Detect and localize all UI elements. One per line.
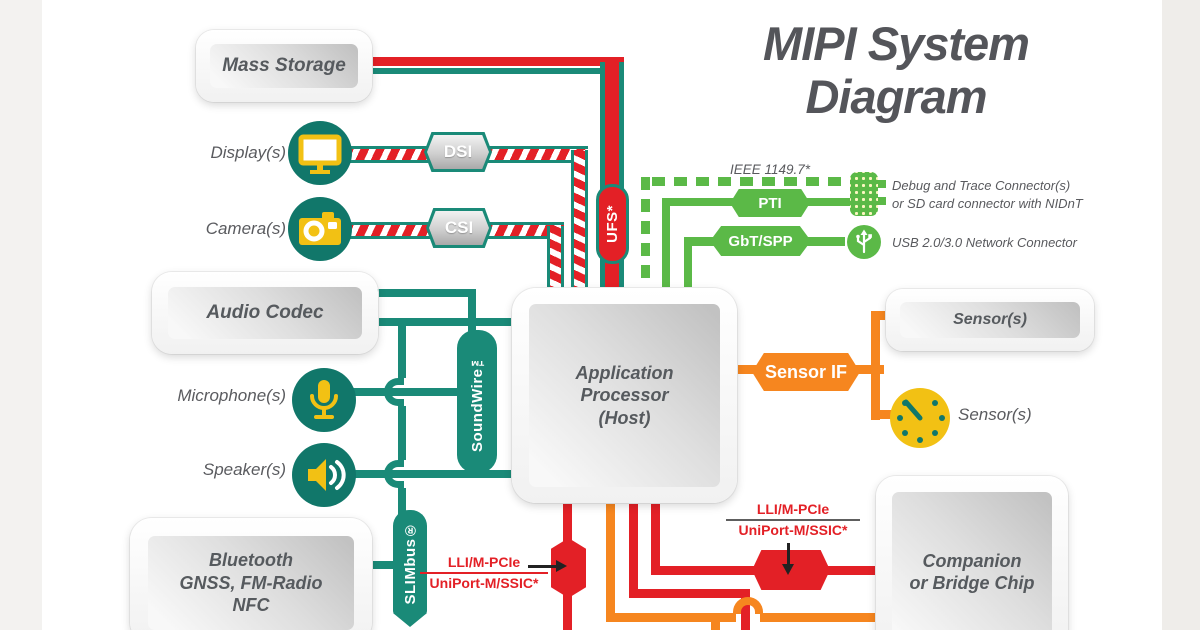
ap-label-line1: Application	[575, 362, 674, 383]
orange-hop-over-red-line	[733, 597, 763, 614]
bus-hop-over-mic-line	[384, 378, 404, 406]
debug-connector-note: Debug and Trace Connector(s) or SD card …	[892, 177, 1092, 212]
line-bluetooth	[372, 561, 398, 569]
line-gbt-vertical	[684, 237, 692, 294]
line-audio-bus-a	[398, 318, 406, 378]
lli-right-bottom: UniPort-M/SSIC*	[738, 522, 848, 539]
ieee-label: IEEE 1149.7*	[730, 162, 811, 177]
audio-codec-box-inner: Audio Codec	[168, 287, 362, 339]
bluetooth-label-line2: GNSS, FM-Radio	[179, 572, 323, 593]
line-ap-orange-vertical	[606, 500, 615, 622]
companion-chip-box-inner: Companion or Bridge Chip	[892, 492, 1052, 630]
pti-badge: PTI	[730, 189, 810, 217]
line-speaker	[352, 470, 515, 478]
line-orange-branch-down	[711, 613, 720, 630]
lli-left-bottom: UniPort-M/SSIC*	[429, 575, 539, 592]
debug-connector-tab-bottom	[877, 197, 886, 205]
gbt-spp-label: GbT/SPP	[728, 232, 793, 250]
line-sensor-branch-vertical	[871, 311, 880, 420]
speaker-icon	[292, 443, 356, 512]
line-sensor-branch-down	[871, 410, 892, 419]
audio-codec-label: Audio Codec	[206, 302, 324, 324]
bus-hop-over-speaker-line	[384, 460, 404, 488]
sensor-if-badge: Sensor IF	[752, 353, 860, 391]
dsi-label: DSI	[443, 142, 473, 161]
sensors-box-label: Sensor(s)	[953, 311, 1027, 328]
lli-left-top: LLI/M-PCIe	[420, 553, 548, 575]
line-audiocodec-to-ap	[372, 318, 515, 326]
mass-storage-label: Mass Storage	[222, 55, 346, 77]
sensor-right-label: Sensor(s)	[958, 405, 1032, 424]
line-microphone	[352, 388, 462, 396]
line-dsi-vertical	[571, 150, 588, 294]
line-ap-red2-horizontal	[629, 589, 750, 598]
line-ap-orange-horizontal-b	[760, 613, 886, 622]
microphone-label: Microphone(s)	[177, 386, 286, 405]
ufs-badge: UFS*	[596, 184, 629, 264]
application-processor-box-inner: Application Processor (Host)	[529, 304, 720, 487]
line-mass-storage-red	[372, 57, 624, 66]
speaker-label: Speaker(s)	[202, 460, 286, 479]
csi-badge: CSI	[426, 208, 492, 248]
lli-label-left: LLI/M-PCIe UniPort-M/SSIC*	[420, 553, 548, 592]
ufs-label: UFS*	[604, 205, 621, 243]
soundwire-label: SoundWire™	[468, 350, 486, 453]
line-audiocodec-top	[372, 289, 476, 297]
line-ieee-dashed-vertical	[641, 177, 650, 294]
monitor-icon	[288, 121, 352, 190]
left-margin-band	[0, 0, 42, 630]
ap-label-line2: Processor	[580, 385, 669, 406]
ap-label-line3: (Host)	[598, 407, 651, 428]
slimbus-badge-tip	[393, 613, 427, 627]
diagram-title-line1: MIPI System	[763, 17, 1030, 70]
lli-right-arrow-line	[787, 543, 790, 565]
line-ap-red2-vertical	[629, 500, 638, 598]
right-margin-band	[1162, 0, 1200, 630]
debug-connector-icon	[850, 172, 878, 216]
pti-label: PTI	[758, 194, 782, 212]
usb-connector-note: USB 2.0/3.0 Network Connector	[892, 235, 1077, 250]
line-audio-bus-c	[398, 488, 406, 516]
line-pti-vertical	[662, 198, 670, 294]
slimbus-badge: SLIMbus®	[393, 510, 427, 615]
mass-storage-box-inner: Mass Storage	[210, 44, 358, 88]
display-label: Display(s)	[210, 143, 286, 162]
sensor-if-label: Sensor IF	[764, 361, 848, 382]
diagram-title-line2: Diagram	[805, 69, 987, 123]
companion-label-line2: or Bridge Chip	[909, 573, 1035, 593]
line-audio-bus-b	[398, 406, 406, 460]
line-sensor-branch-up	[871, 311, 890, 320]
csi-label: CSI	[444, 218, 474, 237]
debug-connector-tab-top	[877, 180, 886, 188]
camera-label: Camera(s)	[205, 219, 286, 238]
bluetooth-label-line3: NFC	[232, 595, 270, 616]
sensors-box-inner: Sensor(s)	[900, 302, 1080, 338]
bluetooth-box-inner: Bluetooth GNSS, FM-Radio NFC	[148, 536, 354, 630]
dsi-badge: DSI	[424, 132, 492, 172]
debug-connector-note-line2: or SD card connector with NIDnT	[892, 195, 1083, 211]
lli-label-right: LLI/M-PCIe UniPort-M/SSIC*	[726, 500, 860, 539]
debug-connector-note-line1: Debug and Trace Connector(s)	[892, 178, 1071, 193]
lli-left-arrow-line	[528, 565, 556, 568]
slimbus-label: SLIMbus®	[401, 520, 419, 605]
gbt-spp-badge: GbT/SPP	[710, 226, 811, 256]
usb-icon	[847, 225, 881, 264]
soundwire-badge: SoundWire™	[457, 330, 497, 473]
microphone-icon	[292, 368, 356, 437]
lli-right-top: LLI/M-PCIe	[726, 500, 860, 522]
line-ieee-dashed-horizontal	[652, 177, 848, 186]
gauge-icon	[888, 386, 952, 455]
lli-right-arrow-head	[782, 564, 794, 575]
line-ufs-vertical-upper	[600, 62, 624, 190]
bluetooth-label-line1: Bluetooth	[209, 550, 293, 571]
line-mass-storage-teal	[372, 68, 601, 74]
line-csi-vertical	[547, 226, 564, 294]
line-ap-orange-horizontal-a	[606, 613, 736, 622]
line-soundwire-neck	[468, 293, 476, 335]
lli-left-arrow-head	[556, 560, 567, 572]
camera-icon	[288, 197, 352, 266]
companion-label-line1: Companion	[922, 550, 1022, 571]
line-ap-companion-vertical	[651, 500, 660, 575]
diagram-title: MIPI System Diagram	[700, 17, 1092, 123]
